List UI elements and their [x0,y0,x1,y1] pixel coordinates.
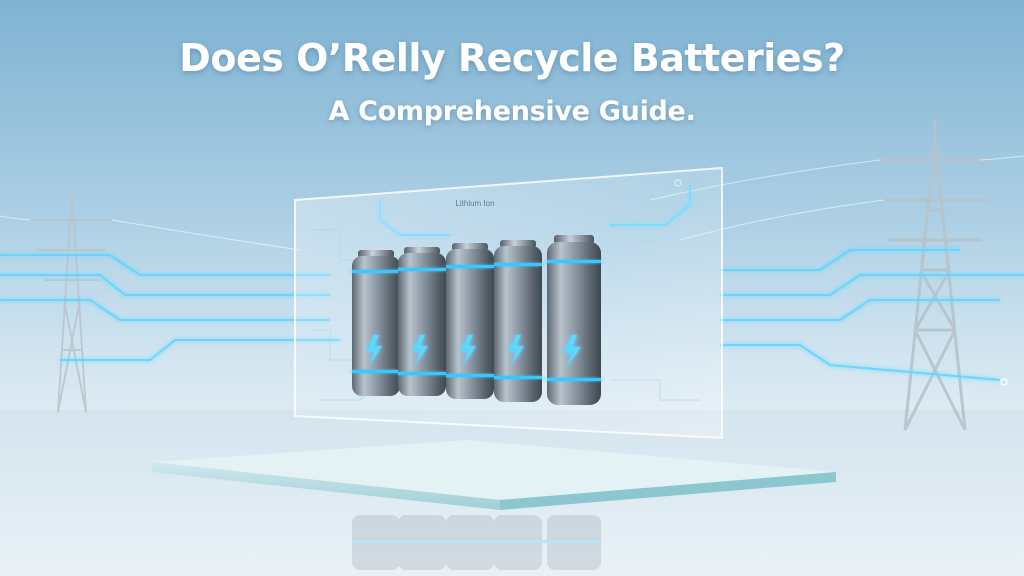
battery [547,235,601,405]
battery-reflections [352,515,602,570]
page-title: Does O’Relly Recycle Batteries? [179,36,845,80]
lightning-bolt-icon [366,335,382,366]
battery-row [352,235,601,405]
page-subtitle: A Comprehensive Guide. [328,96,696,127]
circuit-traces [0,185,1024,381]
battery [352,250,400,396]
battery [398,247,446,396]
battery [494,240,542,402]
lightning-bolt-icon [563,335,581,368]
lightning-bolt-icon [412,335,428,366]
panel-label: Lithium Ion [455,199,495,208]
battery [446,243,494,399]
transmission-tower-icon [880,120,990,431]
glass-base [152,440,836,510]
lightning-bolt-icon [460,335,476,366]
lightning-bolt-icon [508,335,524,366]
